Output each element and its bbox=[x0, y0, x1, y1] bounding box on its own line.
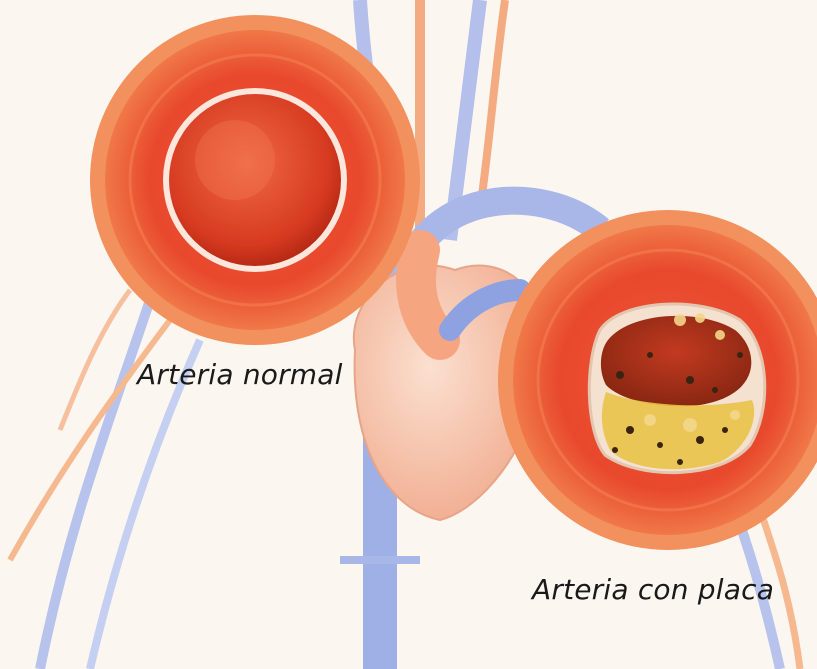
plaque-lumen bbox=[601, 316, 751, 406]
plaque-artery-cross-section bbox=[498, 210, 817, 550]
normal-artery-label: Arteria normal bbox=[137, 358, 343, 391]
normal-lumen-highlight bbox=[195, 120, 275, 200]
artery-left-2 bbox=[60, 290, 130, 430]
artery-top-2 bbox=[480, 0, 505, 210]
normal-artery-cross-section bbox=[90, 15, 420, 345]
heart-aorta-root bbox=[416, 250, 440, 340]
plaque-artery-label: Arteria con placa bbox=[532, 573, 774, 606]
